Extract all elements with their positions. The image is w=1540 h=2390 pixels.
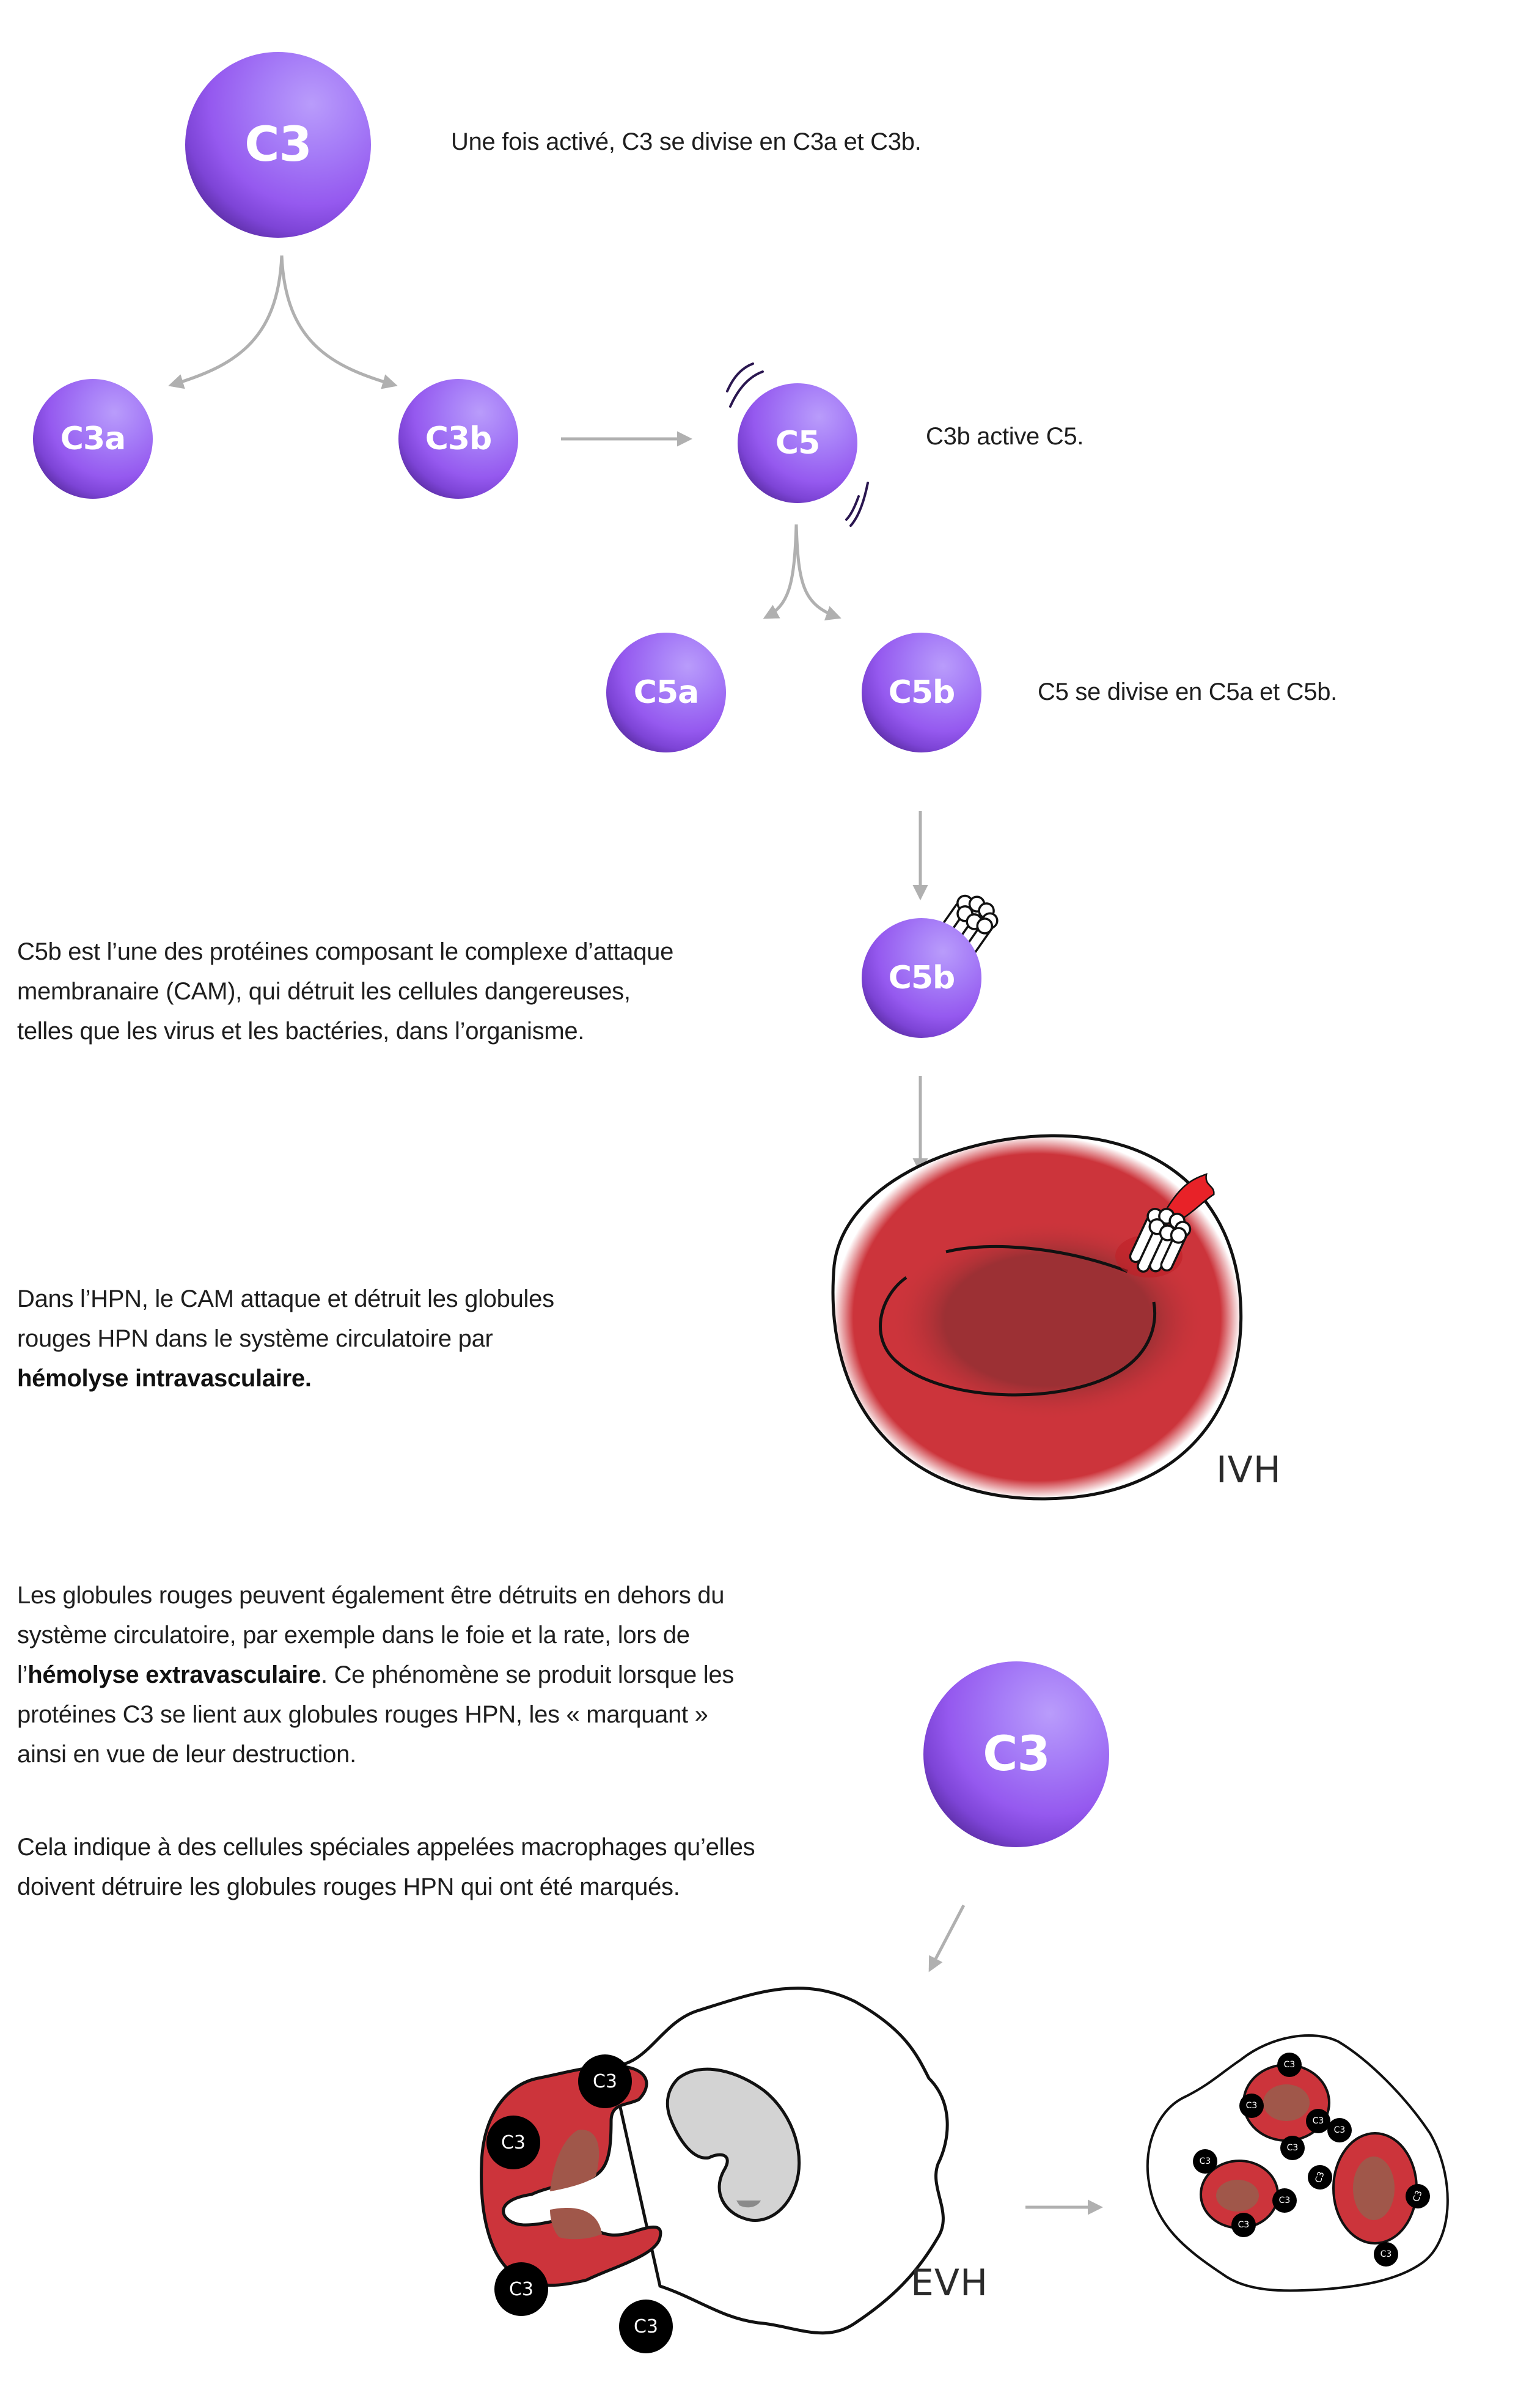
c3-tag: C3: [1231, 2213, 1256, 2237]
paragraph-macrophage-line: Cela indique à des cellules spéciales ap…: [17, 1834, 755, 1861]
protein-c5b-label: C5b: [888, 674, 956, 711]
paragraph-ivh-line: Dans l’HPN, le CAM attaque et détruit le…: [17, 1285, 554, 1312]
paragraph-macrophage-line: doivent détruire les globules rouges HPN…: [17, 1873, 680, 1900]
paragraph-evh-text: l’: [17, 1661, 28, 1688]
c5-split-arrows: [763, 524, 842, 621]
paragraph-mac-line: membranaire (CAM), qui détruit les cellu…: [17, 978, 631, 1005]
paragraph-evh-text: . Ce phénomène se produit lorsque les: [320, 1661, 734, 1688]
label-ivh: IVH: [1216, 1449, 1282, 1491]
c3-tag: C3: [1272, 2188, 1297, 2213]
c3-tag: C3: [1306, 2109, 1330, 2133]
protein-c3b: C3b: [398, 379, 518, 499]
paragraph-ivh-line: rouges HPN dans le système circulatoire …: [17, 1325, 493, 1352]
c3-tag: C3: [486, 2116, 540, 2169]
caption-c3-split: Une fois activé, C3 se divise en C3a et …: [451, 128, 922, 155]
protein-c3-label: C3: [244, 117, 312, 172]
macrophage-evh: [480, 1987, 949, 2335]
arrow-to-c3b: [280, 255, 398, 389]
protein-c3a: C3a: [33, 379, 153, 499]
protein-c5-label: C5: [775, 425, 820, 461]
c3-tag: C3: [1280, 2136, 1305, 2160]
c3-tag: C3: [1193, 2149, 1217, 2174]
protein-c5b-mac-label: C5b: [888, 960, 956, 996]
label-evh: EVH: [911, 2262, 989, 2304]
c3-tag: C3: [1327, 2118, 1352, 2142]
protein-c5b: C5b: [862, 633, 981, 752]
c3-split-arrows: [168, 255, 398, 389]
protein-c5a: C5a: [606, 633, 726, 752]
arrow-c3-to-macrophage: [928, 1904, 966, 1973]
c3-tag: C3: [578, 2054, 632, 2108]
term-intravascular-hemolysis: hémolyse intravasculaire.: [17, 1365, 312, 1392]
protein-c3b-label: C3b: [425, 421, 493, 457]
rbc-intravascular: [831, 1134, 1243, 1501]
paragraph-mac-line: C5b est l’une des protéines composant le…: [17, 938, 674, 965]
paragraph-evh-line: protéines C3 se lient aux globules rouge…: [17, 1701, 708, 1728]
protein-c3-bottom: C3: [923, 1661, 1109, 1847]
paragraph-ivh: Dans l’HPN, le CAM attaque et détruit le…: [17, 1279, 554, 1399]
paragraph-mac: C5b est l’une des protéines composant le…: [17, 932, 673, 1051]
arrow-to-c3a: [168, 255, 284, 389]
protein-c3: C3: [185, 52, 371, 238]
c3-tag: C3: [1239, 2094, 1264, 2118]
c3-tag: C3: [494, 2262, 548, 2316]
paragraph-evh-line: système circulatoire, par exemple dans l…: [17, 1622, 690, 1649]
paragraph-mac-line: telles que les virus et les bactéries, d…: [17, 1018, 585, 1045]
phagosome: [1146, 2034, 1449, 2292]
c5-activation-marks: [726, 362, 869, 527]
c3-tag: C3: [1374, 2242, 1398, 2267]
c3-tag: C3: [619, 2300, 673, 2353]
c3-tag: C3: [1277, 2053, 1302, 2077]
arrow-to-c5a: [763, 524, 798, 619]
protein-c5b-mac: C5b: [862, 918, 981, 1038]
paragraph-evh: Les globules rouges peuvent également êt…: [17, 1576, 734, 1774]
paragraph-evh-line: Les globules rouges peuvent également êt…: [17, 1582, 725, 1609]
protein-c5a-label: C5a: [633, 674, 699, 711]
paragraph-macrophage: Cela indique à des cellules spéciales ap…: [17, 1828, 755, 1907]
arrow-to-c5b: [794, 524, 842, 621]
protein-c3a-label: C3a: [60, 421, 126, 457]
macrophage-nucleus: [666, 2067, 801, 2223]
term-extravascular-hemolysis: hémolyse extravasculaire: [28, 1661, 321, 1688]
protein-c5: C5: [738, 383, 857, 503]
caption-c5-split: C5 se divise en C5a et C5b.: [1038, 678, 1337, 705]
mac-pore-icon: [1129, 1172, 1215, 1273]
protein-c3-bottom-label: C3: [983, 1727, 1050, 1782]
paragraph-evh-line: ainsi en vue de leur destruction.: [17, 1741, 356, 1768]
caption-c3b-activates-c5: C3b active C5.: [926, 423, 1084, 450]
